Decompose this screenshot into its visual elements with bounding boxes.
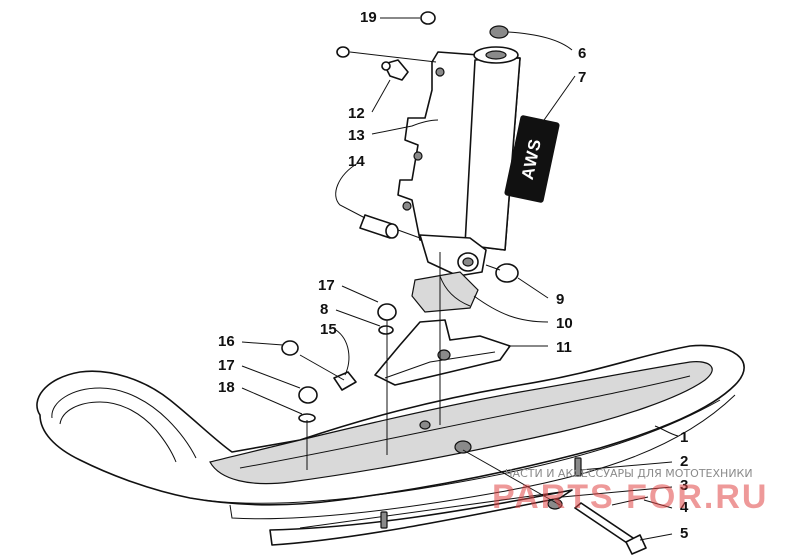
- wear-bar-part: [269, 457, 582, 546]
- spindle-housing-part: AWS: [397, 46, 560, 251]
- callout-5: 5: [680, 525, 688, 542]
- aws-decal-part: AWS: [504, 115, 560, 203]
- ski-bolt-hole: [454, 440, 472, 454]
- callout-labels: 19 6 7 12 13 14 9 17 8 10 15 11 16 17 18…: [218, 9, 689, 542]
- callout-16: 16: [218, 333, 235, 350]
- callout-6: 6: [578, 45, 586, 62]
- nut-19-part: [336, 11, 436, 58]
- ski-part: [36, 344, 745, 520]
- callout-11: 11: [556, 339, 572, 356]
- watermark-tagline: ЧАСТИ И АКСЕССУАРЫ ДЛЯ МОТОТЕХНИКИ: [505, 467, 753, 480]
- callout-13: 13: [348, 127, 365, 144]
- callout-9: 9: [556, 291, 564, 308]
- callout-17-lower: 17: [218, 357, 235, 374]
- callout-10: 10: [556, 315, 573, 332]
- cap-plug-part: [489, 25, 509, 39]
- pivot-block-part: [419, 234, 487, 277]
- callout-1: 1: [680, 429, 688, 446]
- callout-12: 12: [348, 105, 365, 122]
- callout-4: 4: [680, 499, 689, 516]
- nut-washer-lower-part: [298, 386, 318, 423]
- nut-spacer-part: [281, 340, 357, 391]
- watermark-brand: PARTS FOR.RU: [492, 478, 768, 516]
- callout-15: 15: [320, 321, 337, 338]
- callout-2: 2: [680, 453, 688, 470]
- callout-7: 7: [578, 69, 586, 86]
- callout-14: 14: [348, 153, 365, 170]
- callout-3: 3: [680, 477, 688, 494]
- callout-17-upper: 17: [318, 277, 335, 294]
- bushing-right-part: [495, 263, 519, 283]
- callout-18: 18: [218, 379, 235, 396]
- bushing-left-part: [359, 214, 399, 239]
- ski-saddle-part: [374, 319, 511, 386]
- callout-19: 19: [360, 9, 377, 26]
- callout-8: 8: [320, 301, 328, 318]
- bumper-part: [411, 271, 479, 313]
- assembly-centerlines: [299, 51, 561, 506]
- watermark: ЧАСТИ И АКСЕССУАРЫ ДЛЯ МОТОТЕХНИКИ PARTS…: [492, 467, 768, 516]
- grease-fitting-part: [381, 59, 409, 81]
- callout-leaders: [241, 17, 679, 541]
